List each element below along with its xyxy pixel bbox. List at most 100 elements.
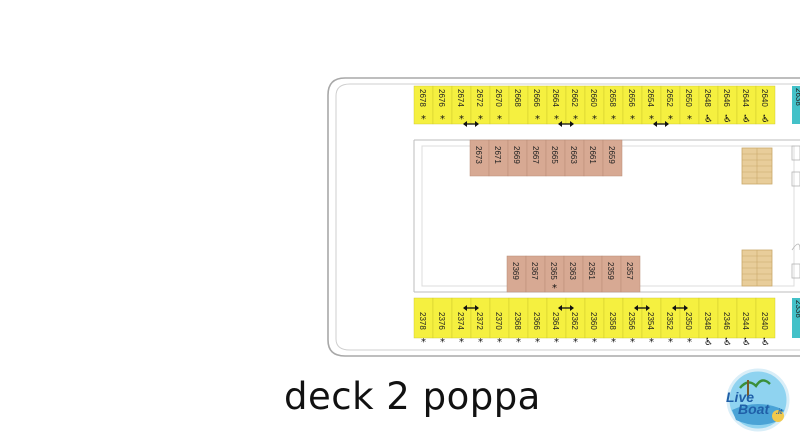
inside-cabin-2665[interactable]: 2665 [545, 139, 566, 177]
cabin-2346[interactable]: 2346♿ [717, 297, 738, 348]
cabin-2664[interactable]: 2664* [546, 85, 567, 125]
star-marker: * [573, 114, 578, 125]
cabin-box [755, 85, 776, 125]
cabin-2658[interactable]: 2658* [603, 85, 624, 125]
cabin-2676[interactable]: 2676* [432, 85, 453, 125]
inside-cabin-2369[interactable]: 2369 [506, 255, 527, 293]
cabin-number: 2359 [606, 262, 615, 280]
cabin-box [755, 297, 776, 339]
cabin-2648[interactable]: 2648♿ [698, 85, 719, 125]
connecting-door-icon [463, 305, 479, 311]
cabin-2350[interactable]: 2350* [679, 297, 700, 348]
edge-label-bottom: 2338 [794, 300, 800, 318]
star-marker: * [497, 114, 502, 125]
hull-inner-outline [335, 83, 800, 351]
cabin-2674[interactable]: 2674* [451, 85, 472, 125]
cabin-2358[interactable]: 2358* [603, 297, 624, 348]
inside-cabin-2359[interactable]: 2359 [601, 255, 622, 293]
cabin-2374[interactable]: 2374* [451, 297, 472, 348]
cabin-number: 2664 [551, 89, 560, 107]
cabin-2370[interactable]: 2370* [489, 297, 510, 348]
cabin-2670[interactable]: 2670* [489, 85, 510, 125]
cabin-number: 2662 [570, 89, 579, 107]
cabin-2364[interactable]: 2364* [546, 297, 567, 348]
inside-cabin-2361[interactable]: 2361 [582, 255, 603, 293]
cabin-2348[interactable]: 2348♿ [698, 297, 719, 348]
cabin-2654[interactable]: 2654* [641, 85, 662, 125]
star-marker: * [516, 337, 521, 348]
cabin-2340[interactable]: 2340♿ [755, 297, 776, 348]
wheelchair-icon: ♿ [723, 337, 732, 348]
inside-cabin-2659[interactable]: 2659 [602, 139, 623, 177]
cabin-number: 2650 [684, 89, 693, 107]
staircase-upper [741, 147, 773, 185]
inside-cabin-2365[interactable]: 2365* [544, 255, 565, 294]
logo-word-live: Live [726, 389, 754, 405]
inside-cabin-2663[interactable]: 2663 [564, 139, 585, 177]
cabin-2650[interactable]: 2650* [679, 85, 700, 125]
cabin-number: 2363 [568, 262, 577, 280]
connecting-cabin-markers [463, 121, 688, 311]
wheelchair-icon: ♿ [723, 114, 732, 125]
star-marker: * [668, 337, 673, 348]
cabin-2644[interactable]: 2644♿ [736, 85, 757, 125]
cabin-2366[interactable]: 2366* [527, 297, 548, 348]
star-marker: * [535, 337, 540, 348]
star-marker: * [440, 337, 445, 348]
wheelchair-icon: ♿ [761, 114, 770, 125]
inside-cabin-2661[interactable]: 2661 [583, 139, 604, 177]
deck-caption: deck 2 poppa [284, 375, 541, 418]
cabin-number: 2671 [493, 146, 502, 164]
cabin-2378[interactable]: 2378* [413, 297, 434, 348]
inside-cabin-2671[interactable]: 2671 [488, 139, 509, 177]
elevator-fixtures [791, 145, 800, 279]
cabin-2362[interactable]: 2362* [565, 297, 586, 348]
inside-cabin-2669[interactable]: 2669 [507, 139, 528, 177]
inside-cabin-2363[interactable]: 2363 [563, 255, 584, 293]
cabin-2356[interactable]: 2356* [622, 297, 643, 348]
cabin-2376[interactable]: 2376* [432, 297, 453, 348]
cabin-2646[interactable]: 2646 ♿ [717, 85, 738, 125]
cabin-number: 2365 [549, 262, 558, 280]
cabin-2678[interactable]: 2678* [413, 85, 434, 125]
cabin-number: 2658 [608, 89, 617, 107]
cabin-number: 2656 [627, 89, 636, 107]
cabin-number: 2348 [703, 312, 712, 330]
star-marker: * [440, 114, 445, 125]
inside-cabin-2673[interactable]: 2673 [469, 139, 490, 177]
cabin-2640[interactable]: 2640♿ [755, 85, 776, 125]
cabin-2662[interactable]: 2662 * [565, 85, 586, 125]
inside-cabin-2357[interactable]: 2357 [620, 255, 641, 293]
cabin-number: 2374 [456, 312, 465, 330]
cabin-2668[interactable]: 2668 [508, 85, 529, 125]
cabin-row-bottom: 2378*2376*2374*2372*2370*2368*2366*2364*… [413, 297, 776, 348]
cabin-number: 2672 [475, 89, 484, 107]
cabin-number: 2646 [722, 89, 731, 107]
cabin-2344[interactable]: 2344♿ [736, 297, 757, 348]
staircase-lower [741, 249, 773, 287]
star-marker: * [478, 337, 483, 348]
cabin-2360[interactable]: 2360* [584, 297, 605, 348]
cabin-2354[interactable]: 2354* [641, 297, 662, 348]
cabin-2672[interactable]: 2672* [470, 85, 491, 125]
cabin-2656[interactable]: 2656 * [622, 85, 643, 125]
cabin-2368[interactable]: 2368* [508, 297, 529, 348]
cabin-2660[interactable]: 2660* [584, 85, 605, 125]
cabin-number: 2361 [587, 262, 596, 280]
cabin-number: 2350 [684, 312, 693, 330]
star-marker: * [611, 337, 616, 348]
cabin-number: 2364 [551, 312, 560, 330]
adjacent-zone-bottom [792, 298, 800, 338]
star-marker: * [630, 114, 635, 125]
cabin-number: 2360 [589, 312, 598, 330]
cabin-2652[interactable]: 2652* [660, 85, 681, 125]
inside-cabin-2667[interactable]: 2667 [526, 139, 547, 177]
cabin-2352[interactable]: 2352* [660, 297, 681, 348]
star-marker: * [630, 337, 635, 348]
cabin-number: 2663 [569, 146, 578, 164]
cabin-2666[interactable]: 2666* [527, 85, 548, 125]
inside-cabin-2367[interactable]: 2367 [525, 255, 546, 293]
cabin-number: 2357 [625, 262, 634, 280]
cabin-2372[interactable]: 2372* [470, 297, 491, 348]
